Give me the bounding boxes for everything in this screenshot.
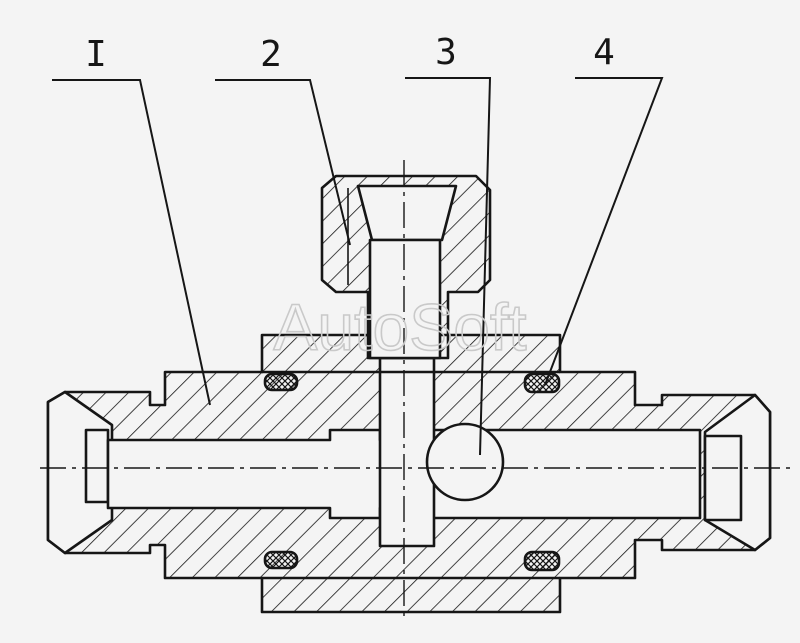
nut-part	[320, 174, 492, 360]
tee-body	[46, 333, 772, 614]
check-ball	[425, 422, 505, 502]
callout-label-3: 3	[435, 32, 457, 73]
callout-labels: I 2 3 4	[85, 32, 615, 75]
callout-label-2: 2	[260, 34, 282, 75]
callout-label-1: I	[85, 34, 107, 75]
sealing-rings	[263, 372, 561, 572]
watermark: AutoSoft	[273, 290, 526, 364]
leader-lines	[52, 77, 664, 456]
callout-label-4: 4	[593, 32, 615, 73]
center-lines	[40, 160, 790, 618]
